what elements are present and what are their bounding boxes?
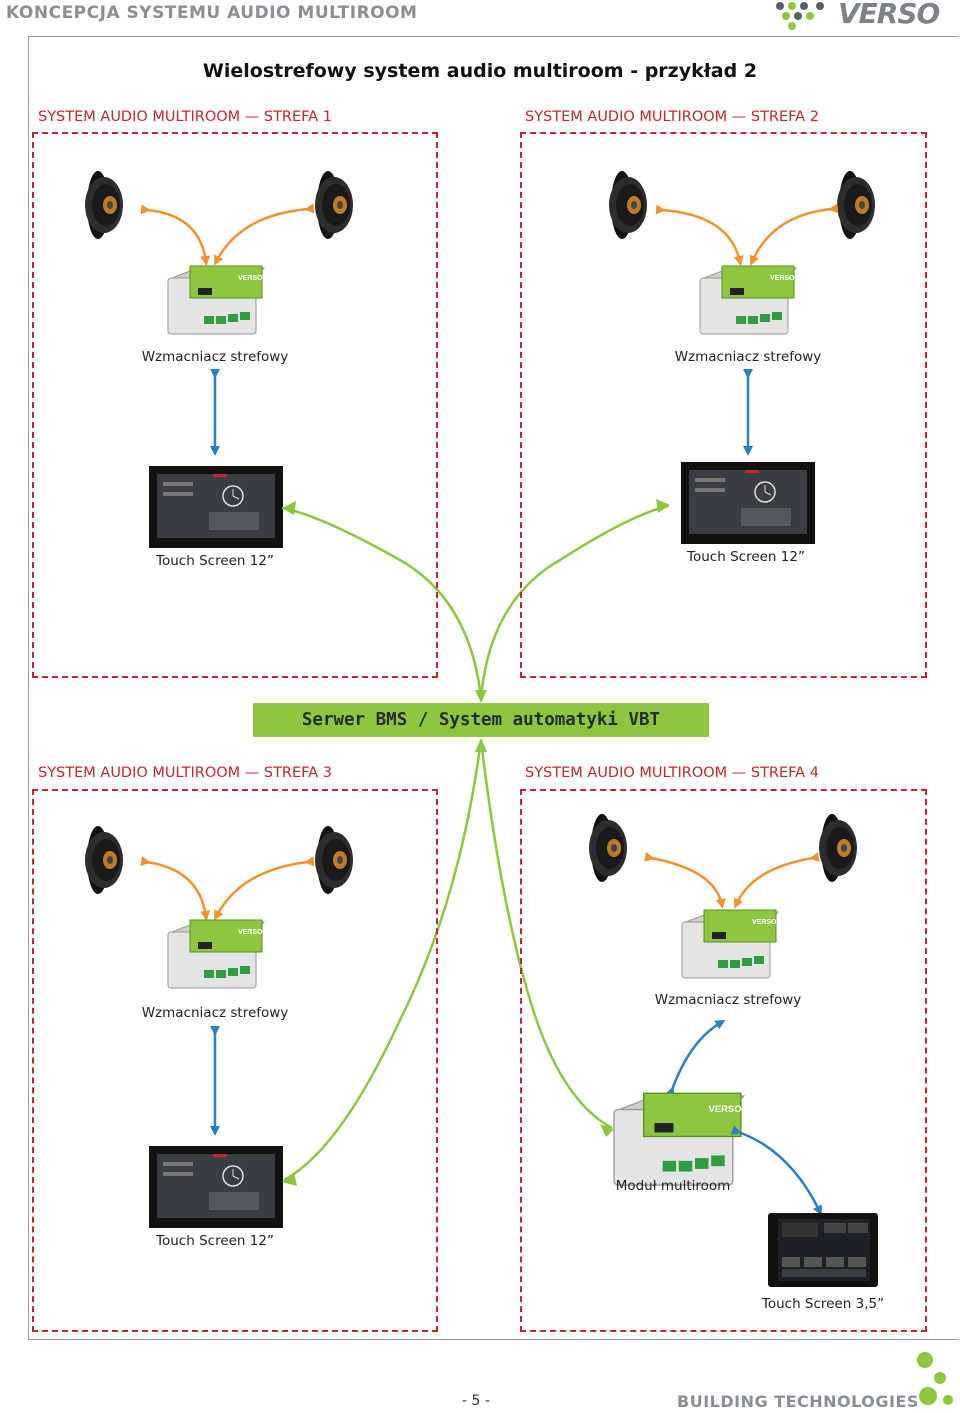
page-heading: Wielostrefowy system audio multiroom - p… bbox=[202, 60, 758, 82]
zone-4-box bbox=[520, 789, 927, 1332]
bms-link-zone-3 bbox=[283, 739, 483, 1182]
zone-2-speaker-link-right bbox=[749, 203, 839, 266]
footer-brand: BUILDING TECHNOLOGIES bbox=[677, 1392, 919, 1411]
header-title: KONCEPCJA SYSTEMU AUDIO MULTIROOM bbox=[6, 3, 418, 23]
bms-server-box: Serwer BMS / System automatyki VBT bbox=[253, 703, 709, 737]
zone-4-module-link bbox=[665, 1020, 726, 1098]
bms-arrow-top bbox=[475, 690, 487, 703]
logo-dot-3 bbox=[782, 12, 790, 20]
zone-4-title: SYSTEM AUDIO MULTIROOM — STREFA 4 bbox=[525, 765, 819, 781]
zone-2-title: SYSTEM AUDIO MULTIROOM — STREFA 2 bbox=[525, 109, 819, 125]
zone-4-speaker-link-left bbox=[644, 851, 726, 909]
zone-1-speaker-link-left bbox=[140, 204, 211, 266]
bms-arrow-zone-2 bbox=[656, 499, 670, 513]
zone-1-speaker-link-right bbox=[214, 203, 315, 266]
logo-dot-0 bbox=[776, 2, 784, 10]
zone-4-touchscreen-small-icon bbox=[768, 1213, 878, 1287]
zone-4-module-label: Moduł multiroom bbox=[615, 1178, 731, 1194]
zone-3-box bbox=[32, 789, 438, 1332]
logo-dot-5 bbox=[806, 12, 814, 20]
logo-dot-7 bbox=[788, 22, 796, 30]
logo-dot-2 bbox=[800, 2, 808, 10]
zone-3-screen-label: Touch Screen 12” bbox=[156, 1233, 274, 1249]
zone-2-screen-label: Touch Screen 12” bbox=[687, 549, 805, 565]
bms-link-zone-1 bbox=[281, 506, 483, 699]
zone-3-speaker-link-left bbox=[140, 856, 211, 921]
zone-4-amp-label: Wzmacniacz strefowy bbox=[654, 992, 802, 1008]
zone-4-small-screen-link bbox=[730, 1125, 822, 1216]
zone-3-title: SYSTEM AUDIO MULTIROOM — STREFA 3 bbox=[38, 765, 332, 781]
page-number: - 5 - bbox=[462, 1393, 490, 1409]
footer-dot-1 bbox=[934, 1372, 946, 1384]
bms-arrow-zone-4 bbox=[600, 1124, 614, 1137]
zone-3-amp-label: Wzmacniacz strefowy bbox=[141, 1005, 289, 1021]
bms-arrow-zone-1 bbox=[282, 501, 296, 515]
bms-arrow-bottom bbox=[475, 738, 487, 752]
logo-dot-4 bbox=[794, 12, 802, 20]
logo-dot-6 bbox=[816, 2, 824, 10]
zone-4-speaker-link-right bbox=[733, 852, 820, 909]
zone-2-speaker-link-left bbox=[655, 204, 744, 266]
zone-2-box bbox=[520, 132, 927, 678]
bms-arrow-zone-3 bbox=[282, 1172, 297, 1186]
bms-link-zone-2 bbox=[479, 504, 669, 699]
zone-4-screen-label: Touch Screen 3,5” bbox=[761, 1296, 885, 1312]
verso-logo: VERSO bbox=[838, 0, 940, 30]
bms-link-zone-4 bbox=[479, 739, 613, 1130]
page-frame bbox=[28, 36, 959, 1340]
footer-dot-3 bbox=[943, 1395, 953, 1405]
zone-3-speaker-link-right bbox=[214, 856, 315, 921]
zone-2-amp-label: Wzmacniacz strefowy bbox=[674, 349, 822, 365]
zone-1-title: SYSTEM AUDIO MULTIROOM — STREFA 1 bbox=[38, 109, 332, 125]
logo-dot-1 bbox=[788, 2, 796, 10]
zone-1-box bbox=[32, 132, 438, 678]
footer-dot-0 bbox=[917, 1352, 933, 1368]
footer-dot-2 bbox=[919, 1387, 937, 1405]
zone-1-screen-label: Touch Screen 12” bbox=[156, 553, 274, 569]
zone-1-amp-label: Wzmacniacz strefowy bbox=[141, 349, 289, 365]
